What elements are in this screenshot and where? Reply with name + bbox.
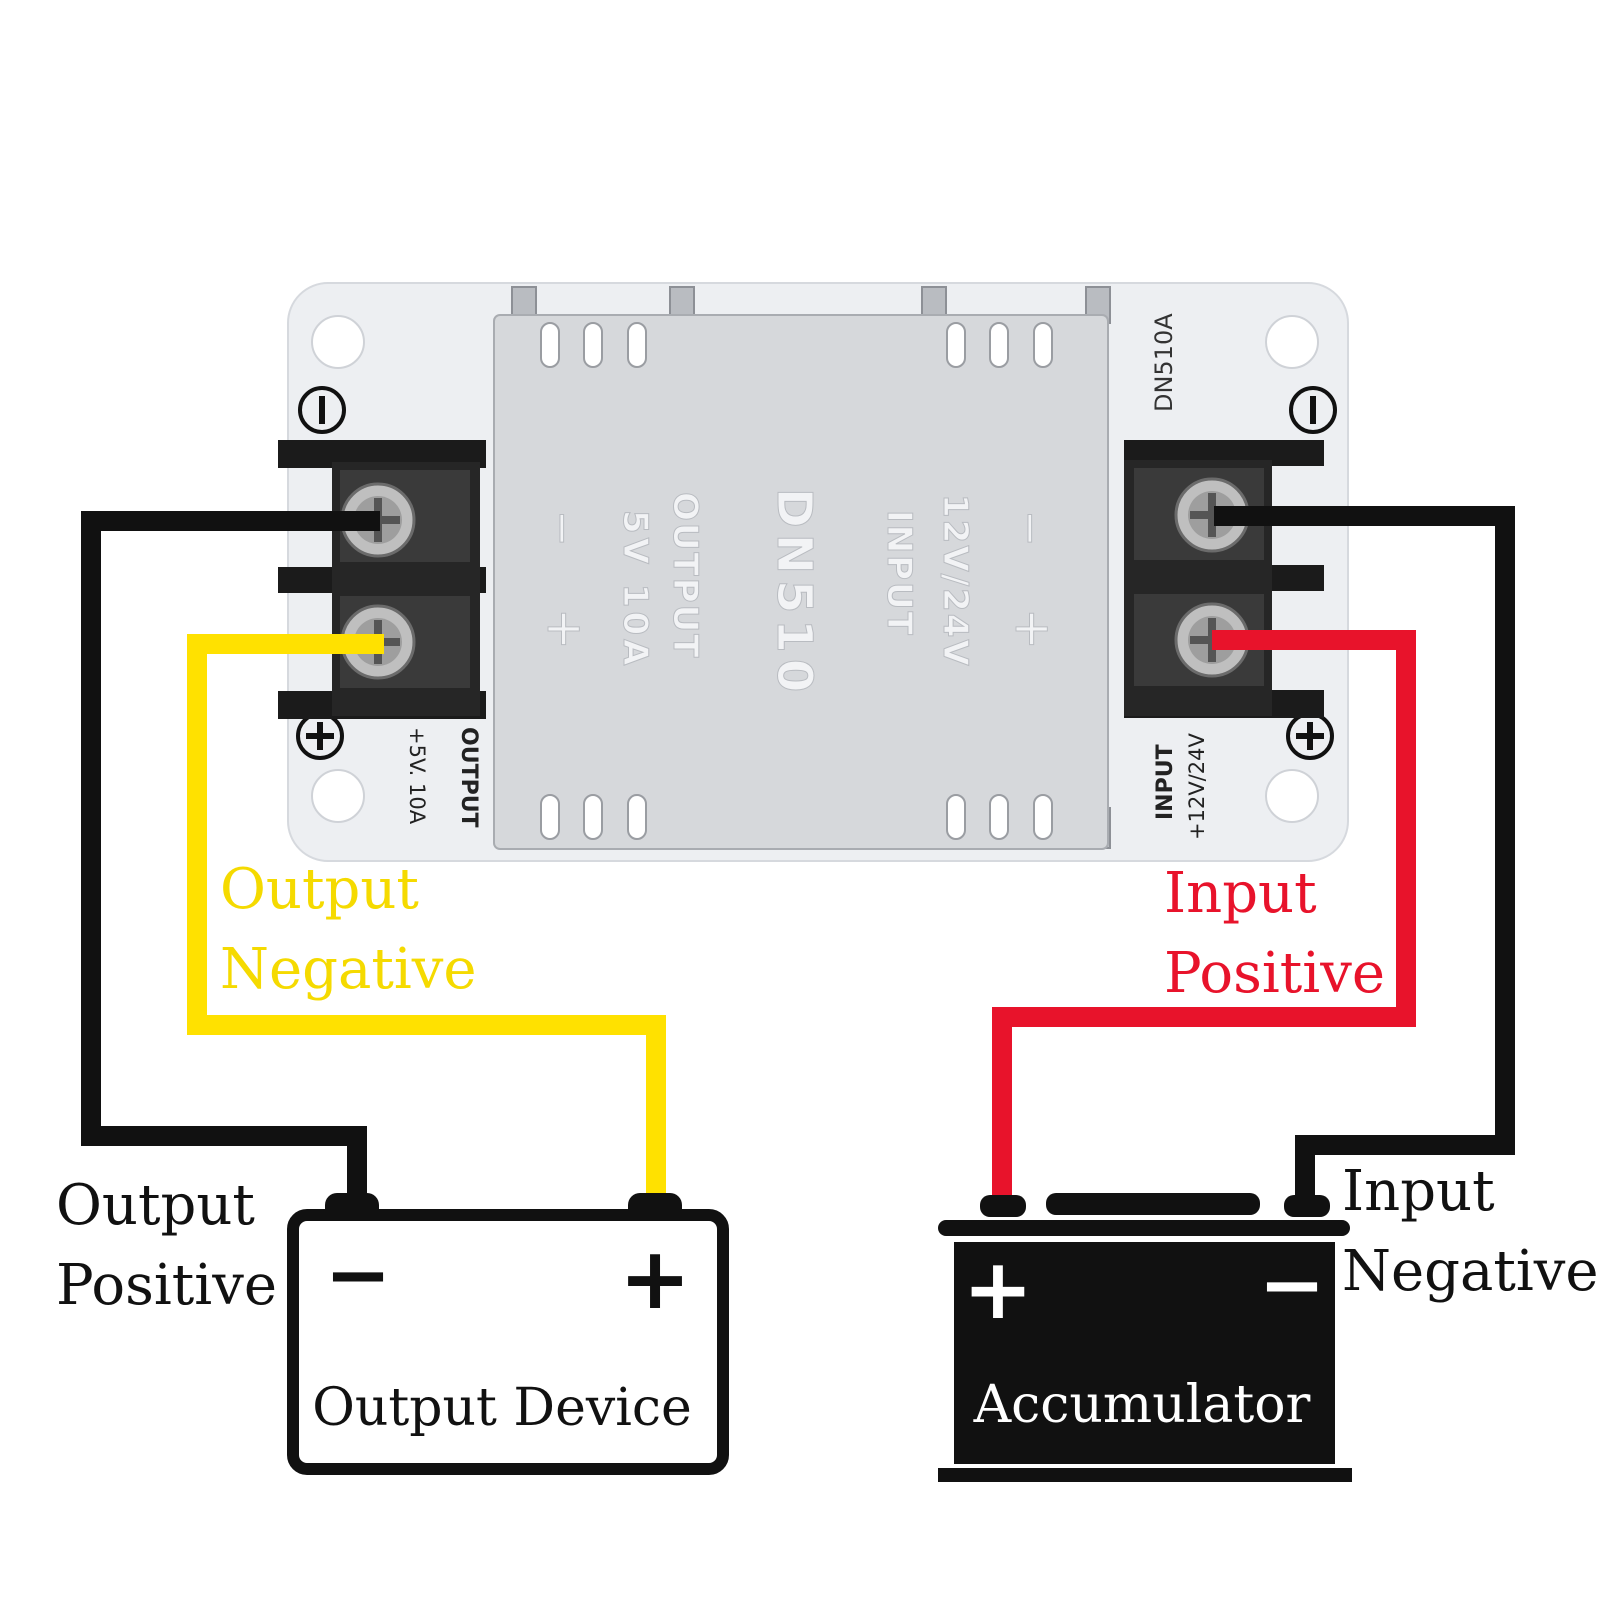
- mounting-hole-bottom-left: [311, 769, 365, 823]
- label-input-negative-line2: Negative: [1342, 1239, 1599, 1304]
- label-output-negative-line2: Negative: [220, 937, 477, 1002]
- converter-module: DN510 OUTPUT 5V 10A INPUT 12V/24V − + − …: [493, 286, 1111, 850]
- label-input-positive-line1: Input: [1164, 861, 1317, 926]
- mounting-hole-top-left: [311, 315, 365, 369]
- module-right-plus: +: [1004, 608, 1062, 650]
- label-output-positive-line1: Output: [56, 1173, 255, 1238]
- output-device: − + Output Device: [287, 1193, 729, 1475]
- board-minus-left-icon: [298, 386, 346, 434]
- wire-output-negative: [187, 634, 666, 1205]
- label-output-positive: Output Positive: [56, 1173, 277, 1318]
- label-input-negative: Input Negative: [1342, 1159, 1599, 1304]
- accumulator-terminal-positive: [980, 1195, 1026, 1217]
- output-device-label: Output Device: [312, 1378, 692, 1438]
- accumulator: + − Accumulator: [938, 1193, 1352, 1482]
- output-device-minus: −: [324, 1228, 391, 1321]
- model-label: DN510A: [1150, 313, 1178, 412]
- input-silk-spec: +12V/24V: [1185, 733, 1209, 840]
- wire-output-positive: [81, 511, 380, 1205]
- accumulator-terminal-negative: [1284, 1195, 1330, 1217]
- accumulator-minus: −: [1258, 1238, 1325, 1331]
- module-input-line2: 12V/24V: [935, 494, 975, 668]
- label-input-positive-line2: Positive: [1164, 941, 1385, 1006]
- label-output-negative: Output Negative: [220, 857, 477, 1002]
- module-case: [493, 314, 1109, 850]
- accumulator-plus: +: [963, 1240, 1033, 1338]
- wire-input-negative: [1214, 506, 1515, 1205]
- label-input-negative-line1: Input: [1342, 1159, 1495, 1224]
- output-silk-label: OUTPUT: [456, 727, 481, 828]
- module-left-plus: +: [536, 608, 594, 650]
- accumulator-base: [938, 1468, 1352, 1482]
- input-silk-label: INPUT: [1153, 744, 1178, 820]
- label-input-positive: Input Positive: [1164, 861, 1385, 1006]
- module-left-minus: −: [537, 510, 588, 547]
- module-output-line1: OUTPUT: [665, 492, 705, 659]
- module-right-minus: −: [1005, 510, 1056, 547]
- mounting-hole-bottom-right: [1265, 769, 1319, 823]
- mounting-hole-top-right: [1265, 315, 1319, 369]
- output-silk-spec: +5V. 10A: [405, 727, 429, 825]
- label-output-positive-line2: Positive: [56, 1253, 277, 1318]
- module-output-line2: 5V 10A: [615, 510, 655, 669]
- accumulator-top-plate: [938, 1220, 1350, 1236]
- output-device-body: [287, 1209, 729, 1475]
- module-input-line1: INPUT: [879, 510, 919, 637]
- input-screw-top: [1174, 477, 1250, 553]
- accumulator-center-cap: [1046, 1193, 1260, 1215]
- board-minus-right-icon: [1289, 386, 1337, 434]
- output-device-plus: +: [619, 1229, 691, 1329]
- accumulator-body: [954, 1242, 1335, 1464]
- wire-input-positive: [992, 630, 1416, 1205]
- module-name: DN510: [766, 488, 822, 698]
- label-output-negative-line1: Output: [220, 857, 419, 922]
- accumulator-label: Accumulator: [973, 1375, 1311, 1435]
